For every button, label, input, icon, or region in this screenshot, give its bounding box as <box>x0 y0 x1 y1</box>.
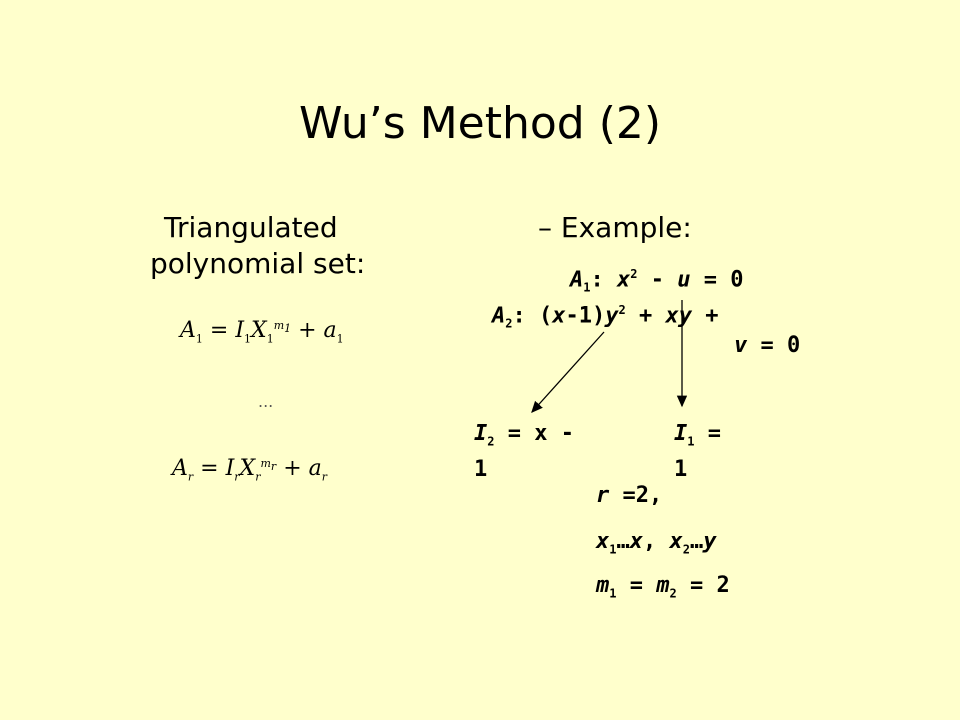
left-heading: Triangulated polynomial set: <box>150 210 410 282</box>
ellipsis: ... <box>258 392 274 411</box>
equation-a2-cont: v = 0 <box>734 333 801 358</box>
equation-a1: A1: x2 - u = 0 <box>570 267 744 295</box>
page-title: Wu’s Method (2) <box>298 98 662 149</box>
arrow-to-i2 <box>531 331 605 413</box>
r-value: r =2, <box>596 483 663 508</box>
variable-map: x1…x, x2…y <box>596 529 717 557</box>
formula-a1: A1 = I1X1m1 + a1 <box>180 318 344 346</box>
formula-ar: Ar = IrXrmr + ar <box>172 456 327 484</box>
left-heading-line1: Triangulated <box>164 211 338 244</box>
equation-a2: A2: (x-1)y2 + xy + <box>492 303 719 331</box>
initial-i2-cont: 1 <box>474 457 488 482</box>
left-heading-line2: polynomial set: <box>150 247 366 280</box>
degrees: m1 = m2 = 2 <box>596 573 730 601</box>
initial-i1-cont: 1 <box>674 457 688 482</box>
example-label: – Example: <box>538 211 692 244</box>
initial-i2: I2 = x - <box>474 421 574 449</box>
initial-i1: I1 = <box>674 421 721 449</box>
